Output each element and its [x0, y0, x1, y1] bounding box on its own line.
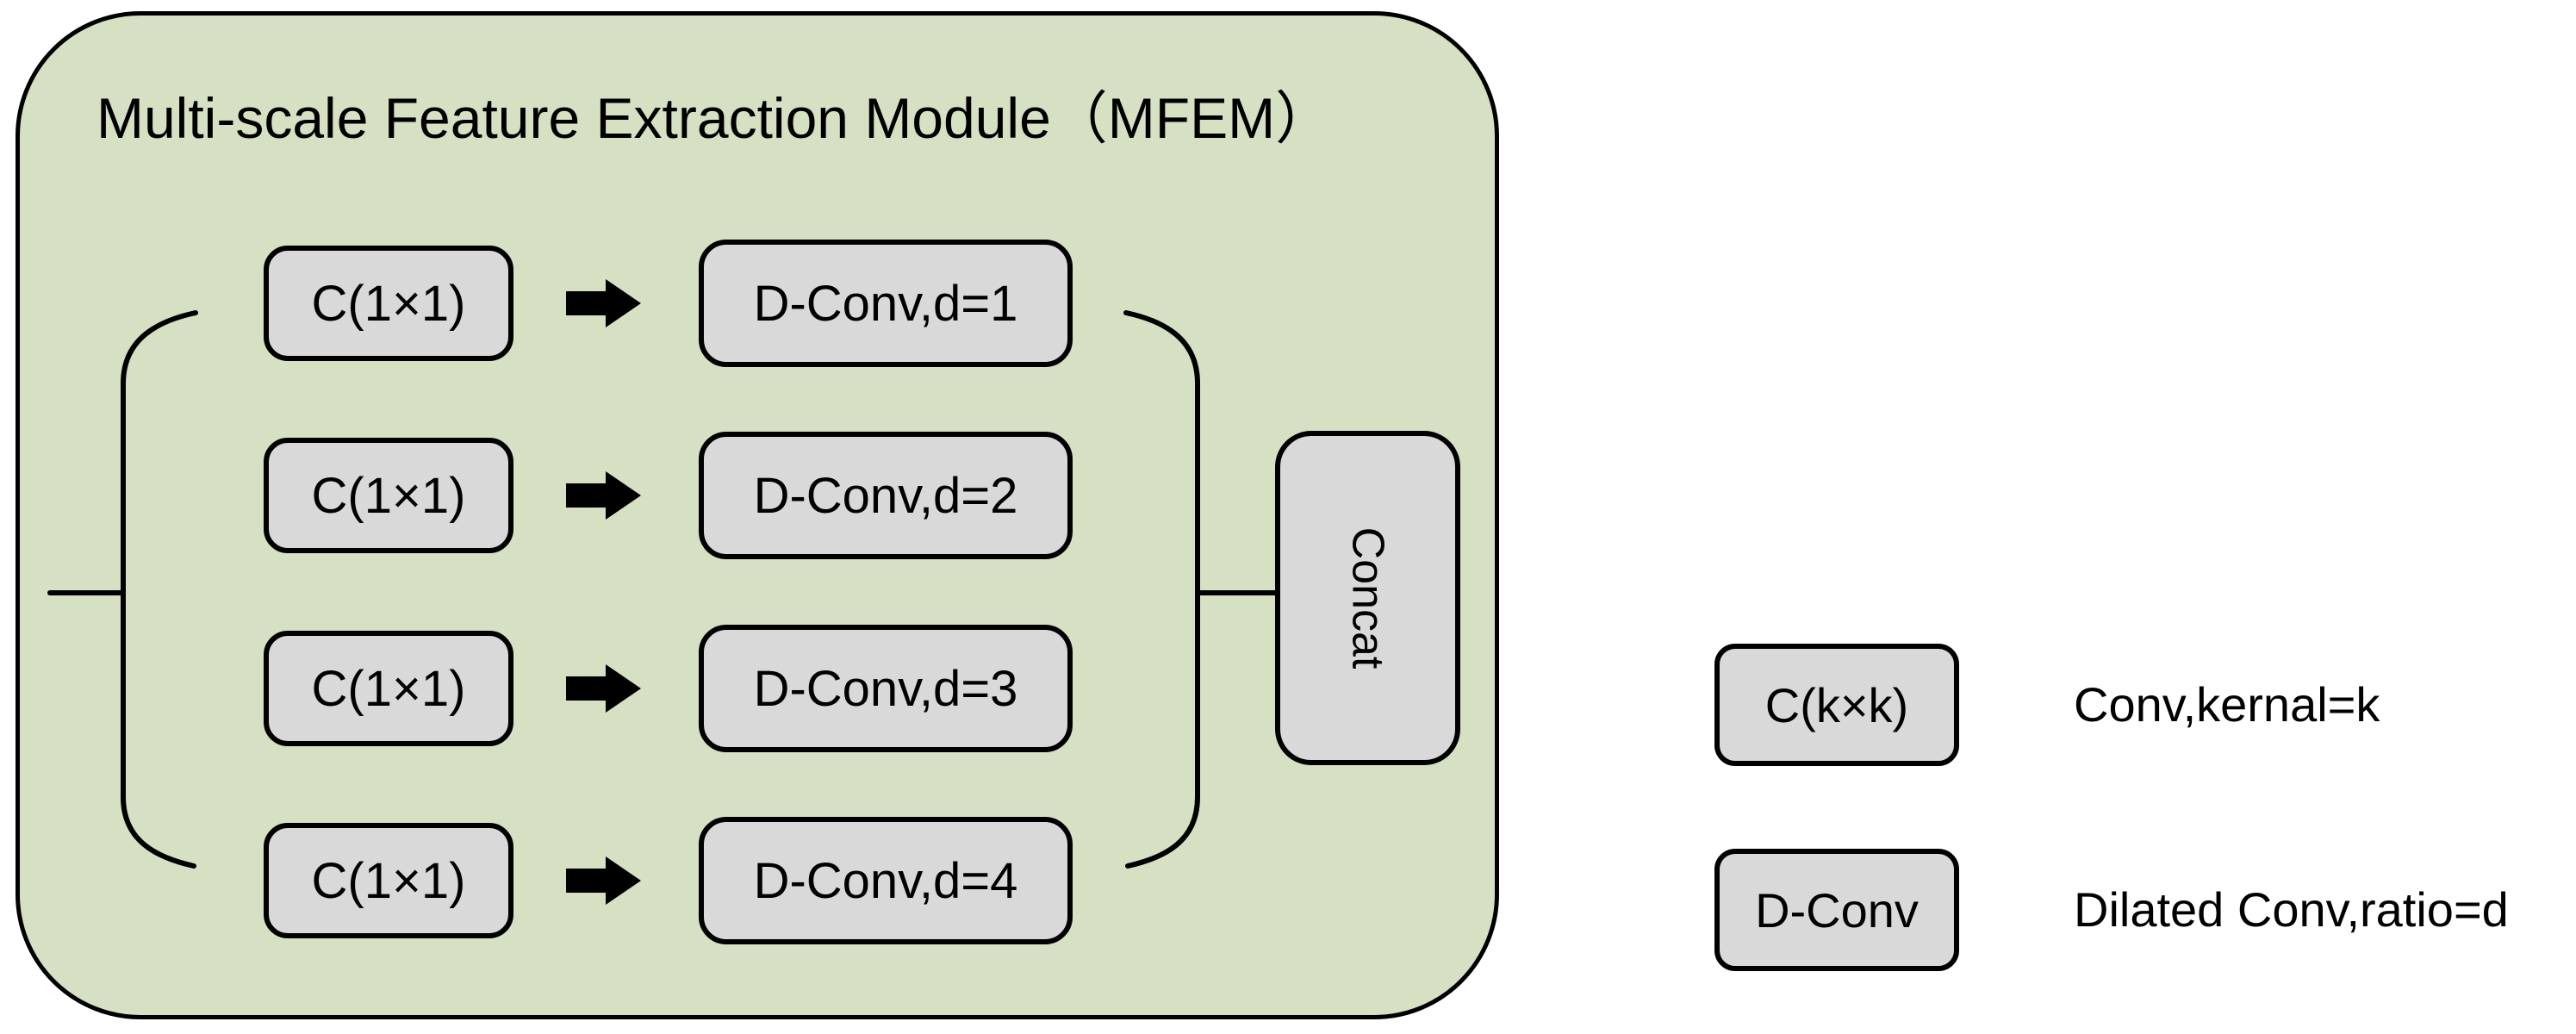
conv-node: C(1×1) [264, 823, 513, 938]
legend-conv-node: C(k×k) [1714, 644, 1959, 766]
dconv-node: D-Conv,d=2 [699, 432, 1073, 559]
right-brace [1123, 310, 1200, 869]
dconv-node: D-Conv,d=4 [699, 817, 1073, 944]
conv-node: C(1×1) [264, 246, 513, 361]
arrow-right-icon [566, 471, 641, 520]
concat-node: Concat [1275, 431, 1460, 765]
brace-and-line-graphics [47, 310, 1278, 869]
conv-node: C(1×1) [264, 631, 513, 746]
dconv-node: D-Conv,d=3 [699, 625, 1073, 752]
conv-node: C(1×1) [264, 438, 513, 553]
concat-label: Concat [1342, 526, 1393, 670]
arrow-right-icon [566, 856, 641, 905]
dconv-node: D-Conv,d=1 [699, 240, 1073, 367]
left-brace [121, 310, 198, 869]
arrow-right-icon [566, 279, 641, 327]
legend-dconv-description: Dilated Conv,ratio=d [2074, 882, 2509, 937]
legend-conv-description: Conv,kernal=k [2074, 677, 2380, 732]
module-title: Multi-scale Feature Extraction Module（MF… [96, 86, 1333, 150]
arrow-right-icon [566, 664, 641, 713]
legend-dconv-node: D-Conv [1714, 849, 1959, 971]
